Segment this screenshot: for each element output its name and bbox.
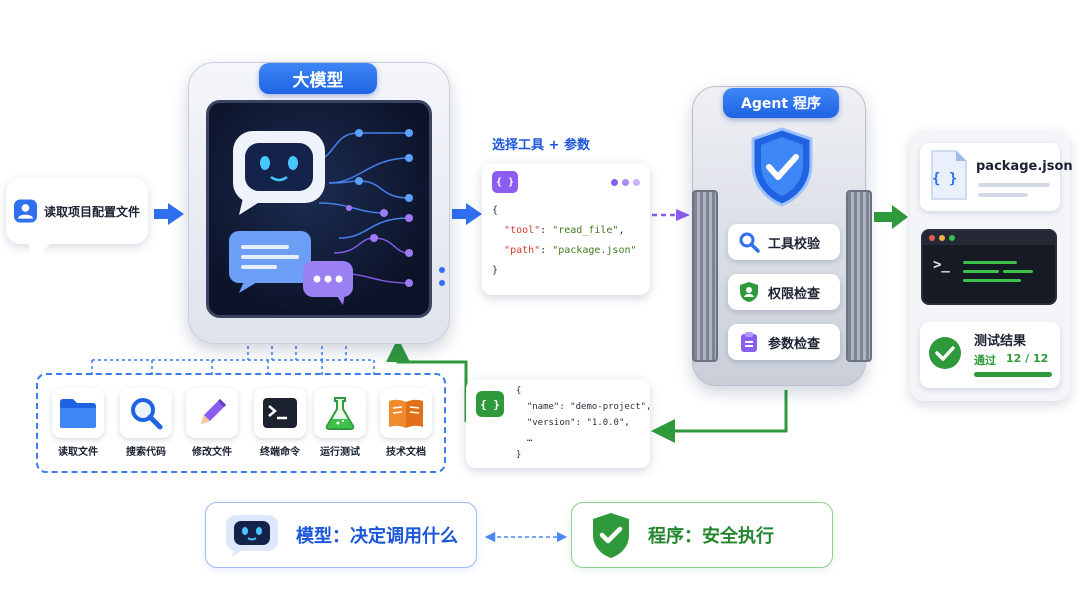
model-summary-text: 模型：决定调用什么 (296, 526, 458, 547)
test-result-box: 测试结果 通过 12 / 12 (920, 322, 1060, 388)
model-to-tools-tree (91, 346, 375, 378)
tool-call-card: { } { "tool": "read_file", "path": "pack… (482, 163, 650, 295)
test-progress-track (974, 372, 1052, 377)
left-gate (692, 190, 718, 362)
file-name: package.json (976, 159, 1073, 174)
flask-icon (325, 397, 355, 430)
arrow-toolcall-to-agent (652, 209, 690, 221)
program-summary-box: 程序：安全执行 (571, 502, 833, 568)
terminal-titlebar (923, 231, 1055, 245)
tools-container (36, 373, 446, 473)
magnifier-icon (131, 398, 163, 430)
tool-docs[interactable]: 技术文档 (380, 388, 432, 458)
clipboard-icon (741, 332, 757, 352)
card-dots (611, 178, 640, 186)
terminal-window: >_ (921, 229, 1057, 305)
agent-title: Agent 程序 (723, 88, 839, 118)
tool-run-test[interactable]: 运行测试 (314, 388, 366, 458)
check-permission-button[interactable]: 权限检查 (728, 274, 840, 310)
robot-icon (226, 515, 278, 557)
pencil-icon (201, 399, 226, 424)
test-progress-fill (974, 372, 1052, 377)
tool-edit-file[interactable]: 修改文件 (186, 388, 238, 458)
result-code: { "name": "demo-project", "version": "1.… (516, 386, 652, 460)
check-circle-icon (929, 337, 961, 369)
model-title: 大模型 (259, 63, 377, 94)
tool-terminal[interactable]: 终端命令 (254, 388, 306, 458)
tool-search-code[interactable]: 搜索代码 (120, 388, 172, 458)
shield-check-icon (751, 127, 813, 207)
file-line-1 (978, 183, 1050, 187)
file-line-2 (978, 193, 1028, 197)
terminal-icon (263, 398, 297, 428)
right-gate (846, 190, 872, 362)
tool-call-code: { "tool": "read_file", "path": "package.… (492, 205, 637, 276)
test-title: 测试结果 (974, 334, 1027, 349)
arrow-agent-to-output (874, 205, 908, 229)
file-badge: { } (932, 171, 958, 187)
check-param-button[interactable]: 参数检查 (728, 324, 840, 360)
terminal-prompt: >_ (933, 257, 950, 273)
model-summary-box: 模型：决定调用什么 (205, 502, 477, 568)
arrow-model-to-toolcall (452, 203, 482, 225)
json-result-badge-icon: { } (476, 391, 504, 417)
search-icon (739, 232, 760, 253)
test-count: 12 / 12 (1006, 352, 1049, 365)
model-screen (206, 100, 432, 318)
book-icon (389, 399, 423, 428)
tool-read-file[interactable]: 读取文件 (52, 388, 104, 458)
json-file-icon (931, 150, 967, 200)
user-avatar-icon (14, 199, 37, 223)
program-summary-text: 程序：安全执行 (648, 526, 774, 547)
user-request-bubble: 读取项目配置文件 (6, 178, 148, 244)
model-illustration (229, 129, 413, 305)
folder-icon (60, 399, 96, 428)
arrow-agent-to-result (651, 390, 788, 443)
green-shield-icon (593, 513, 629, 558)
tool-call-label: 选择工具 + 参数 (492, 138, 590, 153)
file-card: { } package.json (920, 143, 1073, 211)
json-badge-icon: { } (492, 171, 518, 193)
status-leds (439, 267, 445, 286)
arrow-user-to-model (154, 203, 184, 225)
user-shield-icon (740, 282, 758, 302)
result-card: { } { "name": "demo-project", "version":… (466, 379, 652, 468)
bubble-tail (28, 240, 54, 262)
user-request-text: 读取项目配置文件 (43, 204, 140, 219)
check-tool-button[interactable]: 工具校验 (728, 224, 840, 260)
test-pass-label: 通过 (974, 354, 996, 367)
